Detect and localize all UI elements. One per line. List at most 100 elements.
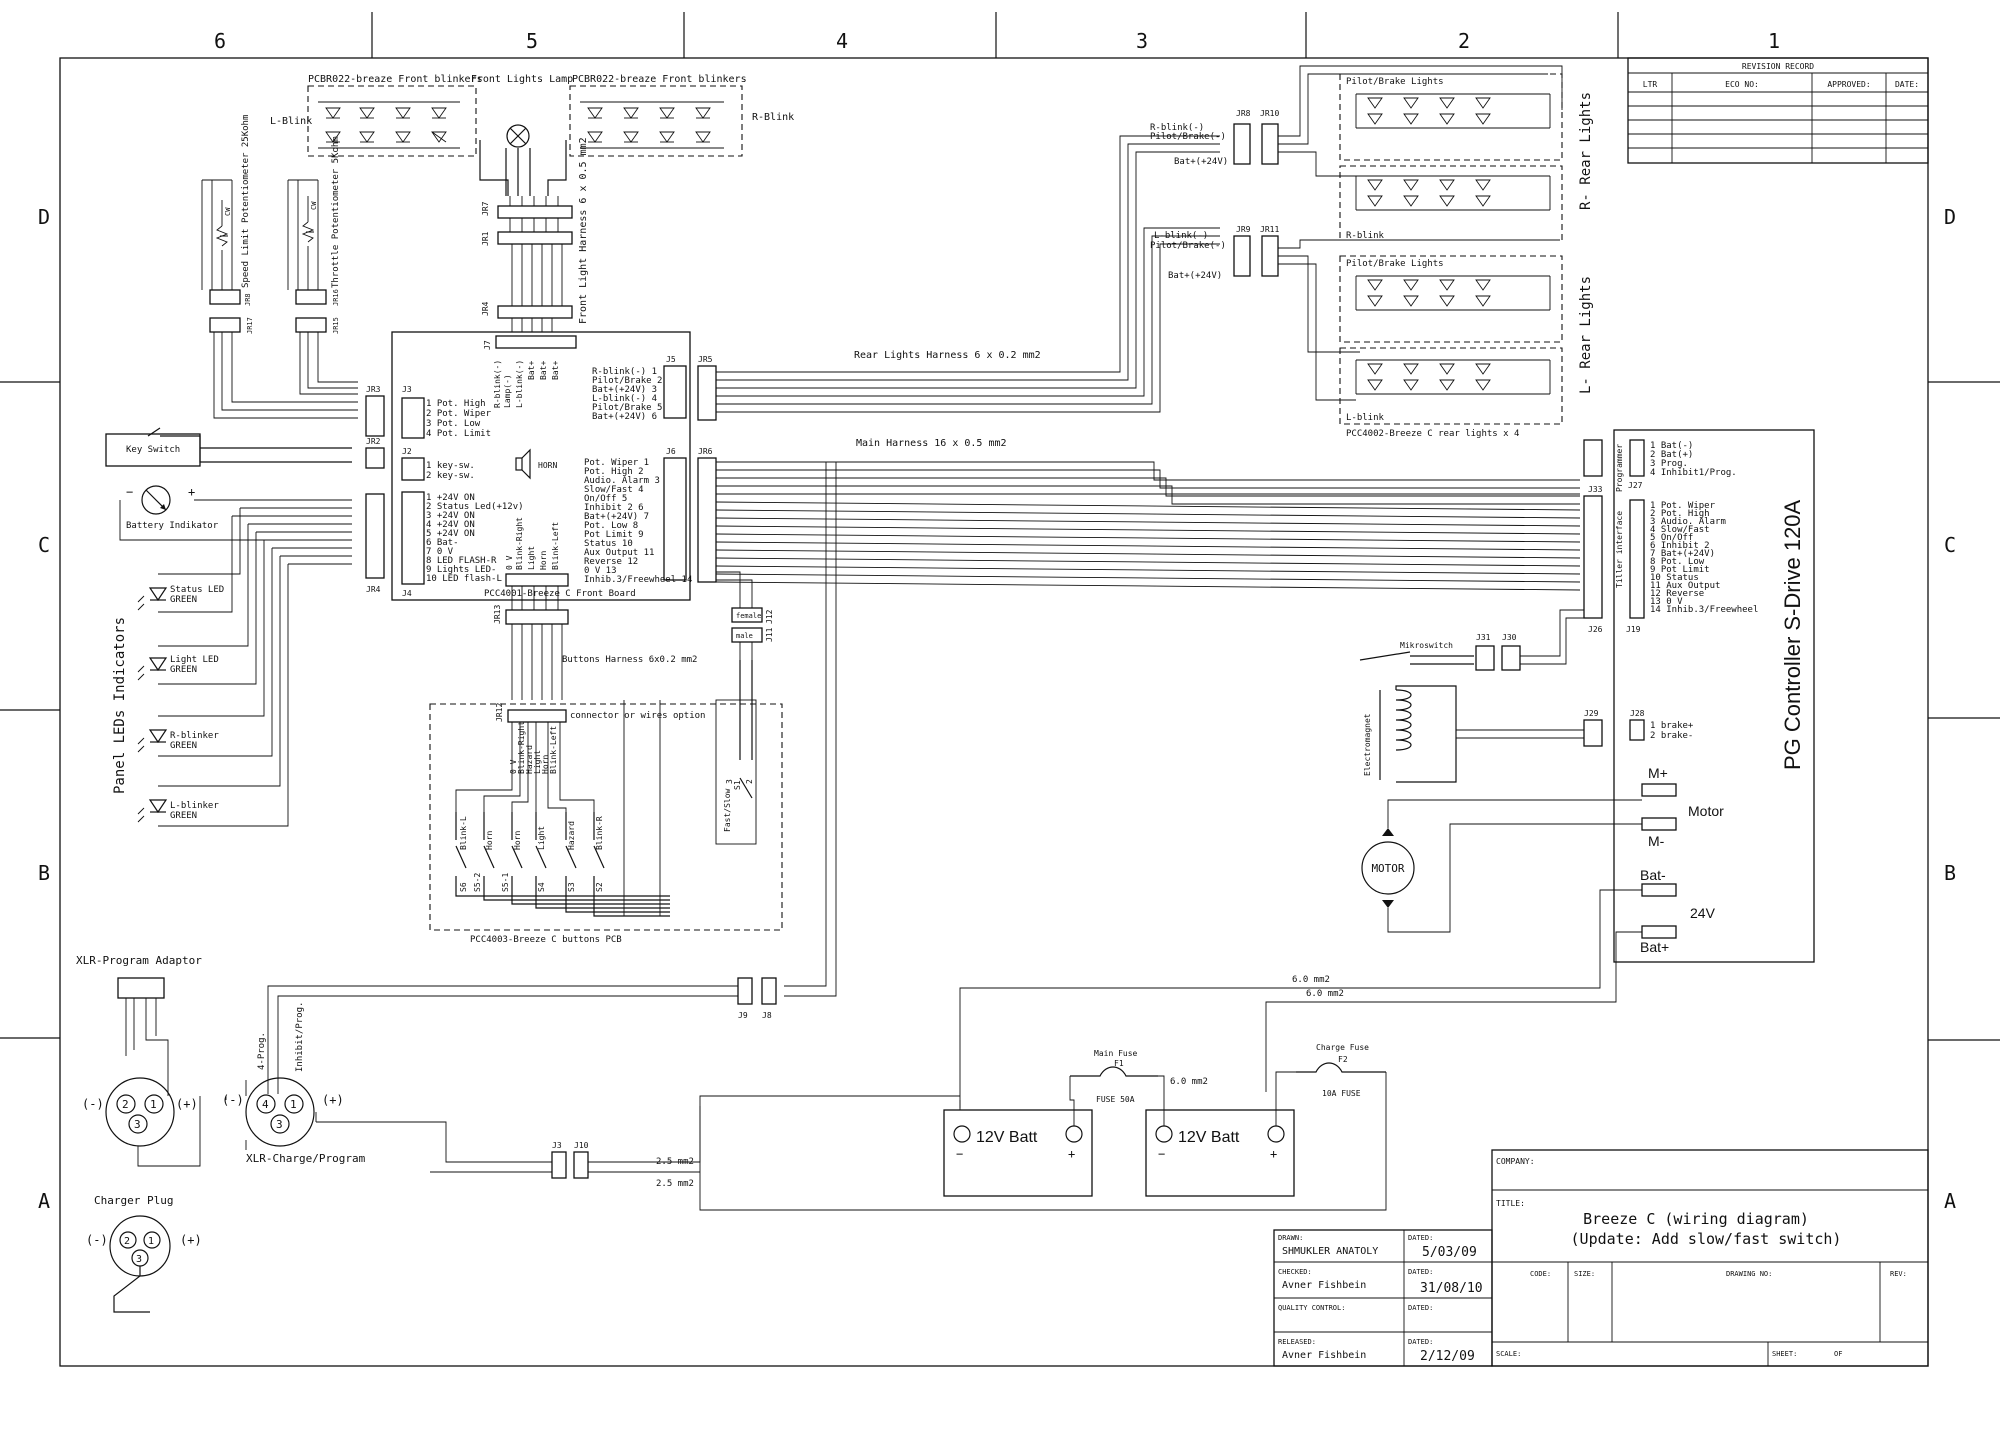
switch-icon [455,700,670,917]
jr9-connector [1233,235,1251,277]
pin-label: 1 Bat(-) [1650,441,1693,451]
pin-label: 12 Reverse [1650,589,1704,599]
key-switch-label: Key Switch [126,445,180,455]
jr17-connector [209,317,241,333]
revision-header: DATE: [1895,80,1919,89]
zone-row-label: D [38,205,50,229]
male-connector [731,627,763,643]
released-value: Avner Fishbein [1282,1350,1366,1361]
pin-label: Pot Limit 9 [584,530,644,540]
drawn-label: DRAWN: [1278,1234,1303,1242]
connector-label: J8 [762,1011,772,1020]
led-array-icon [318,101,460,149]
rear-pin-label: L-blink(-) [1154,231,1208,241]
j10-connector [573,1151,589,1179]
pilot-brake-label: Pilot/Brake Lights [1346,259,1444,269]
pin-label: 9 Pot Limit [1650,565,1710,575]
pin-label: Reverse 12 [584,557,638,567]
pin-label: 10 LED flash-L [426,574,502,584]
pin-label: 3 +24V ON [426,511,475,521]
buttons-harness-label: Buttons Harness 6x0.2 mm2 [562,655,697,665]
connector-label: J11 [765,627,774,642]
pin-label: Inhib.3/Freewheel 14 [584,575,692,585]
power-section: 6.0 mm2 6.0 mm2 Main Fuse F1 FUSE 50A 6.… [267,975,1387,1211]
potentiometer-icon [215,225,229,247]
checked-label: CHECKED: [1278,1268,1312,1276]
drawing-title: Breeze C (wiring diagram) [1583,1210,1809,1228]
zone-row-label: C [1944,533,1956,557]
zone-row-label: B [1944,861,1956,885]
drawing-no-label: DRAWING NO: [1726,1270,1772,1278]
motor-side-label: Motor [1688,803,1724,819]
released-date: 2/12/09 [1420,1349,1475,1364]
led-array-icon [580,101,724,149]
switch-label: S6 [459,882,468,892]
svg-text:2: 2 [122,1098,129,1111]
jr6-connector [697,457,717,583]
cw-label: CW [310,201,318,210]
polarity-label: (-) [86,1233,108,1247]
pin-label: 0 V [509,759,518,774]
title-block: COMPANY: TITLE: Breeze C (wiring diagram… [1273,1149,1929,1367]
pin-label: Audio. Alarm 3 [584,476,660,486]
front-blinker-right-label: PCBR022-breaze Front blinkers [572,74,747,85]
pin-label: 1 brake+ [1650,721,1694,731]
prog4-label: 4-Prog. [257,1032,267,1070]
connector-label: J31 [1476,633,1491,642]
r-blink-label: R-Blink [752,112,794,123]
front-board: PCC4001-Breeze C Front Board J3 1 Pot. H… [391,331,774,660]
speed-pot-label: Speed Limit Potentiometer 25Kohm [241,115,251,288]
revision-title: REVISION RECORD [1742,62,1814,71]
pin-label: 2 Bat(+) [1650,450,1693,460]
female-connector [731,607,763,623]
connector-label: JR6 [698,447,713,456]
j3-connector [551,1151,567,1179]
zone-row-label: D [1944,205,1956,229]
dated-label: DATED: [1408,1234,1433,1242]
rear-lights: Rear Lights Harness 6 x 0.2 mm2 R-blink(… [716,65,1594,439]
pin-label: Pilot/Brake 5 [592,403,662,413]
svg-text:1: 1 [148,1236,154,1247]
charge-fuse-label: Charge Fuse [1316,1043,1369,1052]
pin-label: Bat+(+24V) 3 [592,385,657,395]
led-label: Light LED [170,655,219,665]
fuse-rating: 10A FUSE [1322,1089,1361,1098]
bat-minus-label: Bat- [1640,867,1666,883]
pin-label: Horn [541,755,550,774]
pin-label: Light [527,546,536,570]
jr8-connector [209,289,241,305]
connector-label: JR1 [481,231,490,246]
zone-row-label: A [1944,1189,1956,1213]
checked-value: Avner Fishbein [1282,1280,1366,1291]
revision-header: LTR [1643,80,1658,89]
front-lights: PCBR022-breaze Front blinkers PCBR022-br… [270,74,794,332]
pin-label: Bat+(+24V) 7 [584,512,649,522]
pin-label: 13 0 V [1650,597,1683,607]
jr15-connector [295,317,327,333]
scale-label: SCALE: [1496,1350,1521,1358]
pin-label: 8 Pot. Low [1650,557,1705,567]
pin-label: On/Off 5 [584,494,627,504]
main-harness: Main Harness 16 x 0.5 mm2 [715,438,1581,997]
pin-label: 7 0 V [426,547,454,557]
fuse-icon [1296,1062,1386,1073]
mikroswitch-label: Mikroswitch [1400,641,1453,650]
pin-label: R-blink(-) [493,360,502,408]
rear-pin-label: Pilot/Brake(-) [1150,132,1226,142]
wire-label: 6.0 mm2 [1306,989,1344,999]
switch-label: S4 [537,882,546,892]
pin-label: Slow/Fast 4 [584,485,644,495]
jr4-connector [365,493,385,579]
pin-label: Blink-Left [549,726,558,774]
checked-date: 31/08/10 [1420,1281,1483,1296]
rear-pin-label: Bat+(+24V) [1174,157,1228,167]
pin-label: Aux Output 11 [584,548,654,558]
zone-row-label: B [38,861,50,885]
pin-label: 9 Lights LED- [426,565,496,575]
r-blink-label: R-blink [1346,231,1385,241]
main-harness-label: Main Harness 16 x 0.5 mm2 [856,438,1007,449]
dated-label: DATED: [1408,1304,1433,1312]
pin-label: 5 +24V ON [426,529,475,539]
